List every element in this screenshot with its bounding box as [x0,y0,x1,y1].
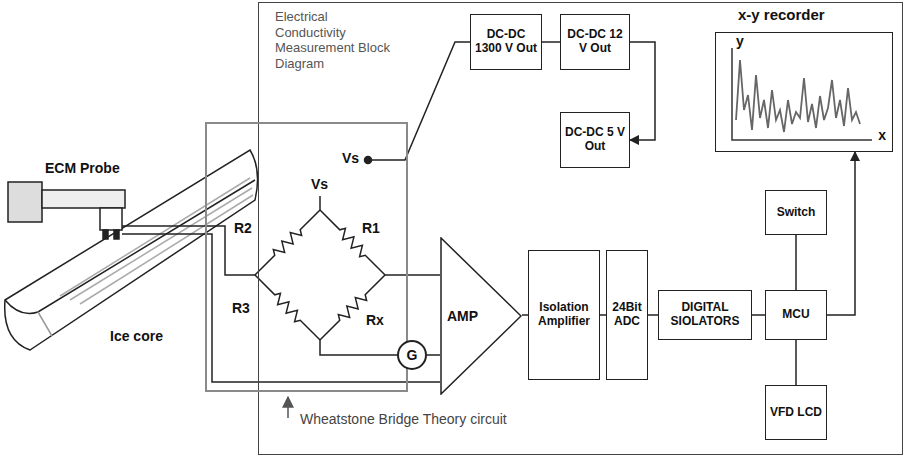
axis-label: x [878,127,886,143]
resistor-label: R1 [362,220,380,236]
connector [827,152,855,315]
process-box: 24Bit ADC [606,250,648,380]
recorder-box: x-y recorderyx [715,32,893,152]
recorder-title: x-y recorder [738,6,825,23]
galvanometer-symbol: G [397,340,427,370]
block-text: DIGITAL SIOLATORS [662,301,748,329]
ice-core [5,150,258,350]
block-text: MCU [782,308,809,322]
process-box: Isolation Amplifier [528,250,600,380]
system-block: Electrical Conductivity Measurement Bloc… [258,2,903,455]
block-text: Switch [777,206,816,220]
block-text: 24Bit ADC [610,301,644,329]
block-title: Electrical Conductivity Measurement Bloc… [275,9,393,71]
connector [630,42,655,140]
block-text: DC-DC 12 V Out [564,28,626,56]
leader-arrow [287,397,289,418]
bridge-circuit-box: Wheatstone Bridge Theory circuitG [205,122,408,392]
process-box: Switch [765,190,827,235]
converter-box: DC-DC 5 V Out [560,112,630,168]
connector [752,314,765,316]
block-text: G [407,347,418,363]
resistor-label: R3 [232,300,250,316]
connector [795,340,797,385]
resistor-label: R2 [234,220,252,236]
block-text: DC-DC 5 V Out [564,126,626,154]
connector [795,235,797,290]
block-text: VFD LCD [770,406,822,420]
process-box: VFD LCD [765,385,827,440]
amplifier-triangle: AMP [440,237,522,395]
ecm-probe [8,182,125,239]
process-box: DIGITAL SIOLATORS [658,290,752,340]
supply-wire [365,42,471,164]
bridge-resistors [251,206,388,343]
signal-wire [122,226,440,382]
connector [648,314,658,316]
part-label: Ice core [110,328,163,344]
circuit-caption: Wheatstone Bridge Theory circuit [300,411,507,427]
signal-name: Vs [342,150,359,166]
resistor-label: Rx [366,312,384,328]
bridge-wire [320,196,440,355]
signal-name: Vs [311,176,328,192]
converter-box: DC-DC 12 V Out [560,14,630,70]
block-text: AMP [447,308,478,324]
process-box: MCU [765,290,827,340]
recorder-plot [732,48,872,140]
connector [542,41,560,43]
converter-box: DC-DC 1300 V Out [470,14,542,70]
block-text: DC-DC 1300 V Out [474,28,538,56]
part-label: ECM Probe [45,160,120,176]
connector [427,354,440,356]
axis-label: y [736,33,744,49]
block-text: Isolation Amplifier [532,301,596,329]
